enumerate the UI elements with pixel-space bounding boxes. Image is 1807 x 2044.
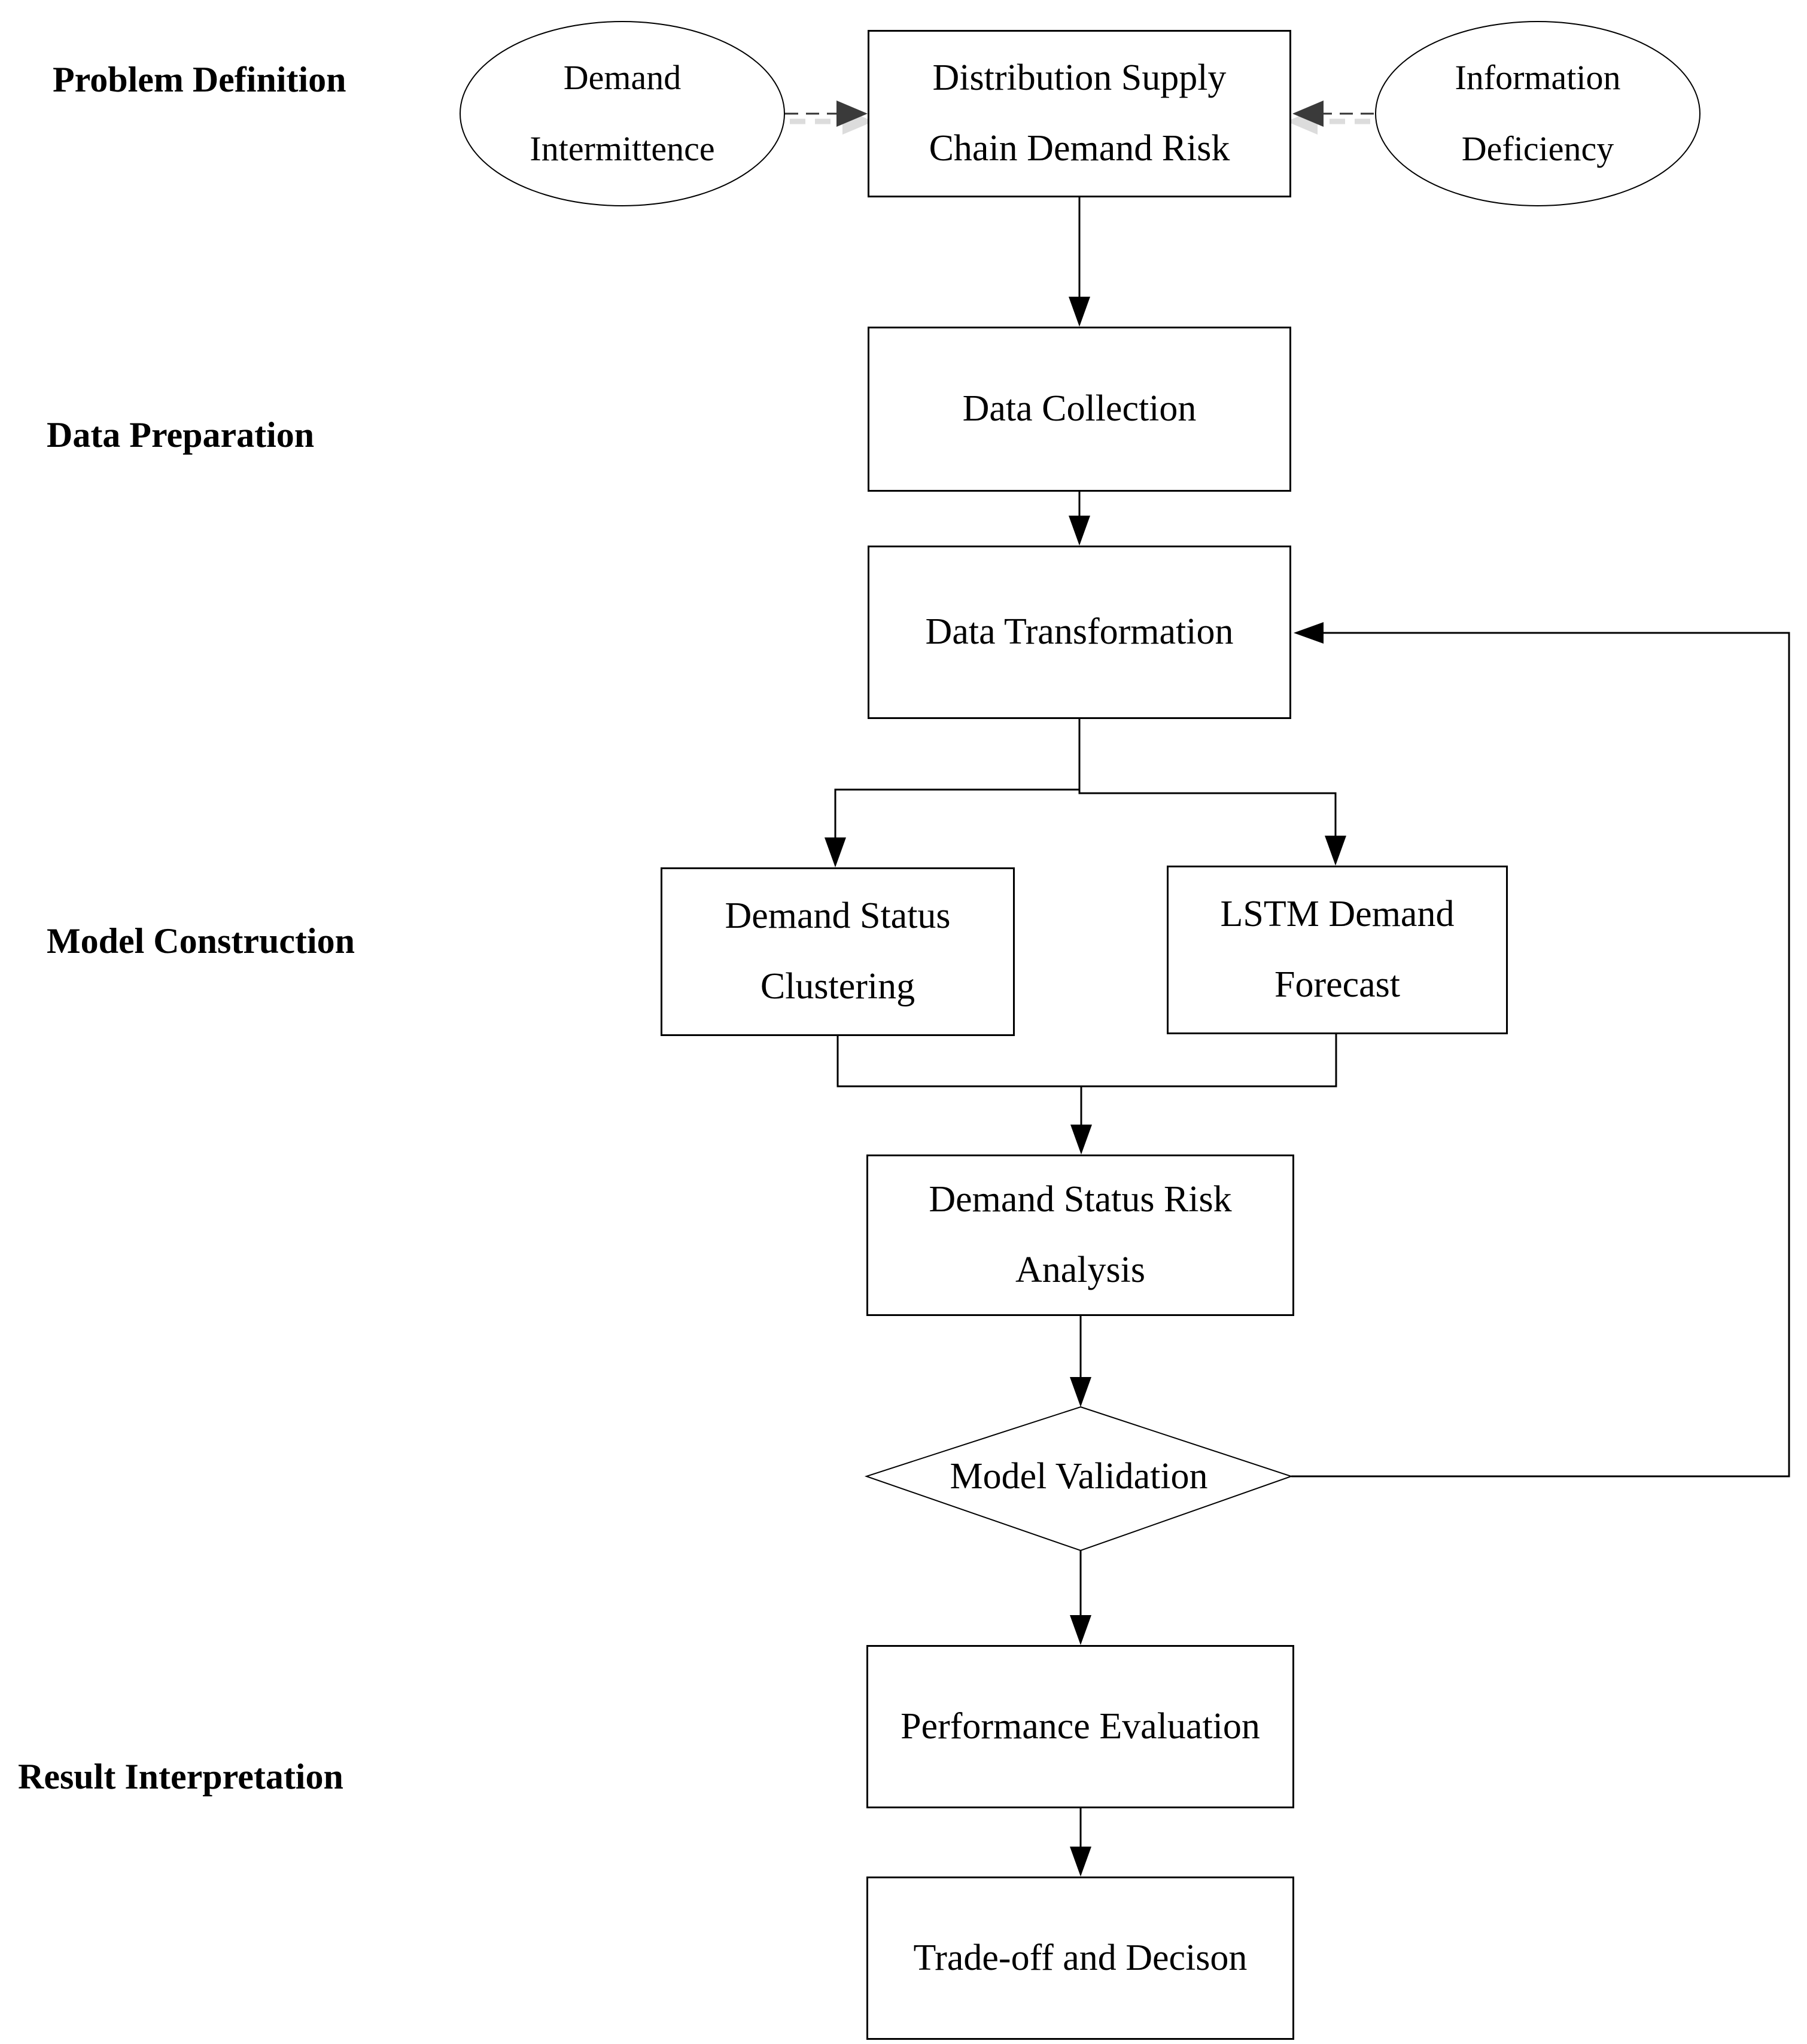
merge-connector xyxy=(836,1034,1337,1154)
section-label-data-preparation: Data Preparation xyxy=(47,415,315,455)
dashed-arrow-intermittence xyxy=(785,100,874,135)
node-lstm-demand-forecast-label: LSTM Demand Forecast xyxy=(1220,894,1455,1005)
node-demand-status-clustering: Demand Status Clustering xyxy=(661,867,1015,1036)
section-label-result-interpretation: Result Interpretation xyxy=(18,1757,343,1796)
node-demand-intermittence: Demand Intermittence xyxy=(460,21,785,206)
arrow-validation-to-evaluation xyxy=(1070,1550,1091,1645)
node-demand-intermittence-label: Demand Intermittence xyxy=(530,58,715,168)
node-demand-status-risk-analysis: Demand Status Risk Analysis xyxy=(866,1154,1294,1316)
arrow-evaluation-to-tradeoff xyxy=(1070,1808,1091,1877)
arrow-collection-to-transformation xyxy=(1069,492,1090,546)
section-label-model-construction: Model Construction xyxy=(47,921,355,961)
node-information-deficiency-label: Information Deficiency xyxy=(1455,58,1621,168)
node-distribution-risk-label: Distribution Supply Chain Demand Risk xyxy=(929,57,1230,169)
arrow-analysis-to-validation xyxy=(1070,1316,1091,1407)
node-data-transformation: Data Transformation xyxy=(868,546,1291,719)
model-validation-diamond xyxy=(864,1406,1294,1552)
node-data-transformation-label: Data Transformation xyxy=(925,611,1234,653)
section-label-problem-definition: Problem Definition xyxy=(53,60,346,99)
feedback-connector xyxy=(1291,622,1790,1478)
node-information-deficiency: Information Deficiency xyxy=(1375,21,1700,206)
node-model-validation-label: Model Validation xyxy=(950,1455,1208,1497)
node-trade-off-decision-label: Trade-off and Decison xyxy=(913,1937,1248,1978)
node-distribution-risk: Distribution Supply Chain Demand Risk xyxy=(868,30,1291,197)
node-data-collection-label: Data Collection xyxy=(962,388,1197,429)
node-demand-status-clustering-label: Demand Status Clustering xyxy=(725,895,951,1007)
arrow-risk-to-collection xyxy=(1069,197,1090,327)
node-demand-status-risk-analysis-label: Demand Status Risk Analysis xyxy=(929,1179,1232,1290)
node-data-collection: Data Collection xyxy=(868,327,1291,492)
node-lstm-demand-forecast: LSTM Demand Forecast xyxy=(1167,866,1508,1034)
node-performance-evaluation-label: Performance Evaluation xyxy=(901,1705,1260,1747)
node-performance-evaluation: Performance Evaluation xyxy=(866,1645,1294,1808)
split-connector xyxy=(825,719,1346,867)
node-trade-off-decision: Trade-off and Decison xyxy=(866,1877,1294,2040)
dashed-arrow-deficiency xyxy=(1286,100,1374,135)
